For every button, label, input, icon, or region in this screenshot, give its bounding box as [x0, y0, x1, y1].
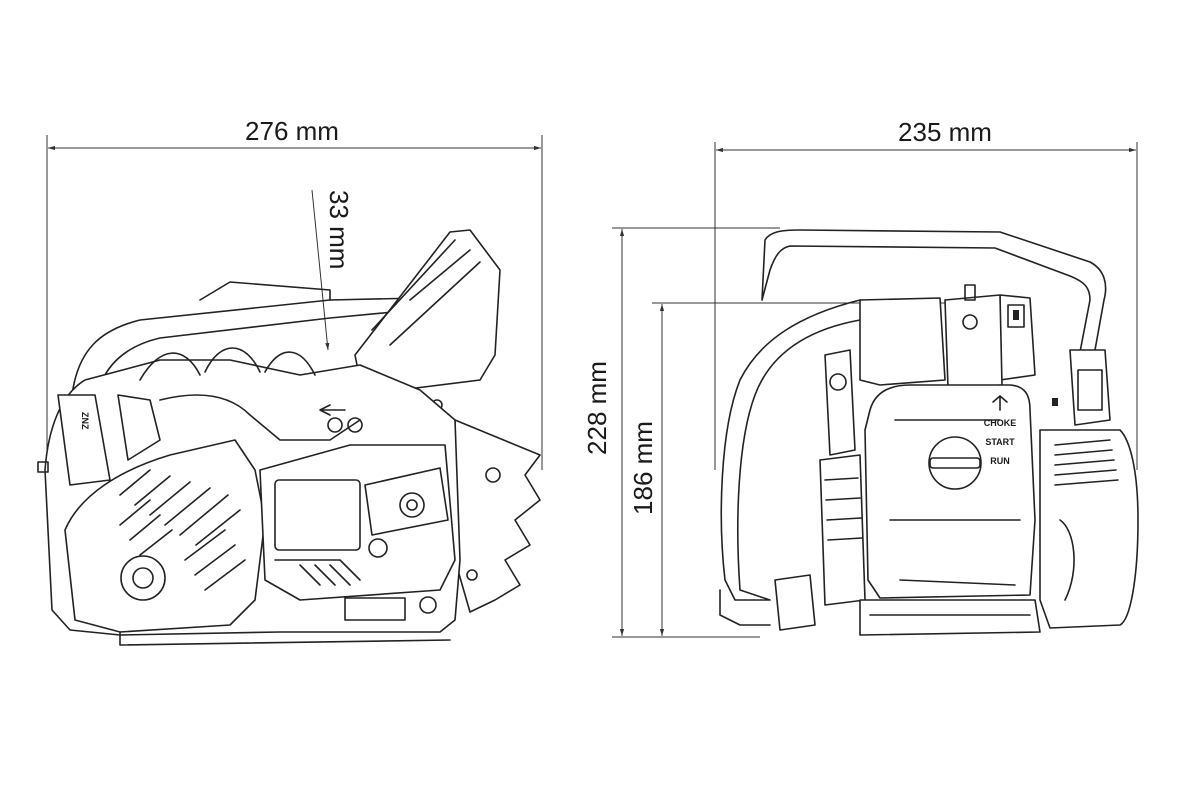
dimension-side-width: 276 mm	[46, 116, 543, 470]
rear-engine-fins	[1039, 429, 1139, 629]
dimension-rear-height-total: 228 mm	[582, 227, 780, 638]
side-starter-knob	[120, 555, 166, 601]
rear-view-chainsaw: CHOKE START RUN	[719, 229, 1139, 636]
rear-height-body-label: 186 mm	[628, 421, 658, 515]
side-air-vents	[119, 469, 246, 591]
side-view-chainsaw: ZNZ	[37, 229, 541, 646]
rear-label-run: RUN	[990, 456, 1010, 466]
side-offset-label: 33 mm	[324, 190, 354, 269]
dimension-rear-height-body: 186 mm	[628, 302, 960, 636]
side-bar-spikes	[454, 419, 541, 613]
dimension-rear-width: 235 mm	[714, 117, 1138, 470]
rear-main-housing	[864, 384, 1036, 599]
side-brand-mark: ZNZ	[80, 412, 90, 430]
rear-width-label: 235 mm	[898, 117, 992, 147]
rear-label-start: START	[985, 437, 1015, 447]
side-width-label: 276 mm	[245, 116, 339, 146]
rear-handle-loop	[761, 229, 1107, 353]
rear-height-total-label: 228 mm	[582, 361, 612, 455]
dimension-side-offset: 33 mm	[311, 189, 354, 351]
rear-label-choke: CHOKE	[984, 418, 1017, 428]
